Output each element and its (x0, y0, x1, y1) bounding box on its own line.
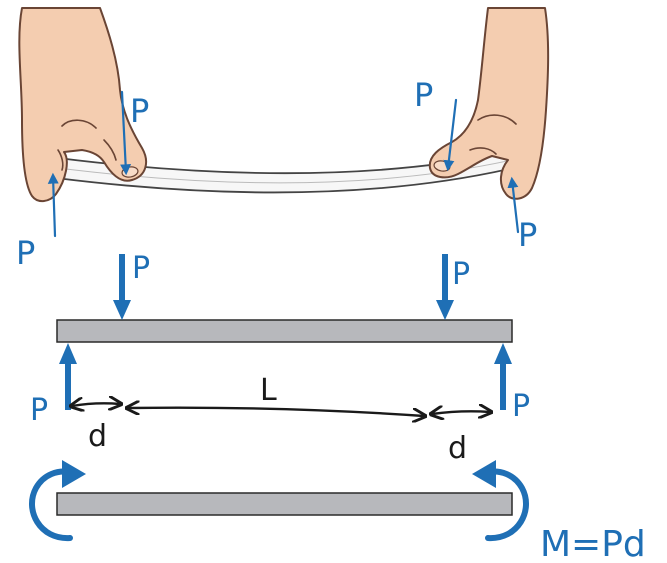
label-p-top-left-down: P (130, 92, 149, 130)
hand-bending-panel: P P P P (16, 7, 550, 272)
load-arrow-down-left (113, 254, 131, 320)
dimension-d-left (72, 403, 120, 406)
beam-bottom (56, 492, 513, 516)
top-left-down-force-arrow (120, 90, 132, 176)
curved-moment-arrow-icon (29, 460, 86, 542)
label-p-load-right: P (452, 257, 470, 292)
dimension-l-span (128, 408, 424, 416)
label-moment-equation: M=Pd (540, 524, 646, 563)
four-point-load-panel: P P P P d L d (30, 251, 530, 466)
label-p-top-right-up: P (518, 216, 537, 254)
reaction-arrow-up-left (59, 343, 77, 410)
label-p-load-left: P (132, 251, 150, 286)
label-d-right: d (448, 431, 467, 466)
top-right-down-force-arrow (443, 98, 458, 172)
reaction-arrow-up-right (494, 343, 512, 410)
beam-middle (56, 319, 513, 343)
dimension-d-right (432, 411, 490, 414)
end-moment-panel: M=Pd (29, 460, 646, 563)
curved-moment-arrow-icon-right (472, 460, 529, 542)
top-left-up-force-arrow (47, 172, 59, 238)
label-p-reaction-right: P (512, 389, 530, 424)
top-right-up-force-arrow (507, 176, 520, 234)
label-p-top-right-down: P (414, 76, 433, 114)
label-d-left: d (88, 419, 107, 454)
label-p-top-left-up: P (16, 234, 35, 272)
load-arrow-down-right (436, 254, 454, 320)
label-p-reaction-left: P (30, 393, 48, 428)
label-l: L (260, 373, 277, 408)
